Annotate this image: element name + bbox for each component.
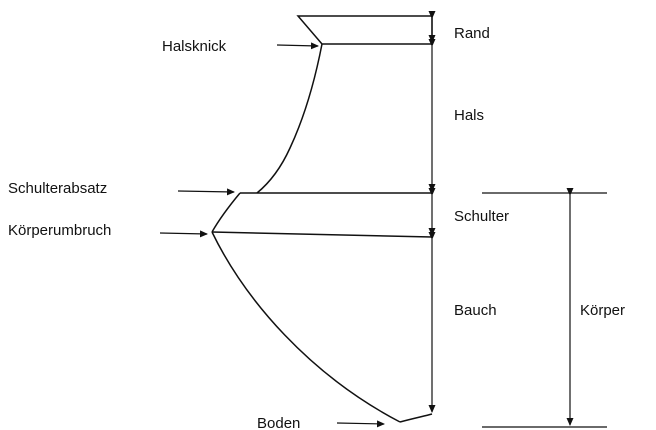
vertical-dimension-lines <box>428 11 607 428</box>
pointer-arrows <box>159 42 385 428</box>
body-break-line <box>211 231 433 238</box>
label-koerperumbruch: Körperumbruch <box>8 222 111 239</box>
belly-curve <box>211 231 401 423</box>
halsknick-arrow <box>276 42 319 50</box>
label-rand: Rand <box>454 25 490 42</box>
vessel-outline <box>211 15 433 423</box>
label-koerper: Körper <box>580 302 625 319</box>
label-hals: Hals <box>454 107 484 124</box>
right-labels: Rand Hals Schulter Bauch Körper <box>454 25 625 319</box>
shoulder-curve <box>211 192 241 233</box>
label-schulterabsatz: Schulterabsatz <box>8 180 107 197</box>
left-labels: Halsknick Schulterabsatz Körperumbruch B… <box>8 38 300 430</box>
koerperumbruch-arrow <box>159 230 208 238</box>
label-boden: Boden <box>257 415 300 430</box>
rim-outline <box>296 15 433 45</box>
boden-arrow <box>336 420 385 428</box>
label-halsknick: Halsknick <box>162 38 227 55</box>
base-curve <box>399 413 433 423</box>
label-schulter: Schulter <box>454 208 509 225</box>
label-bauch: Bauch <box>454 302 497 319</box>
schulterabsatz-arrow <box>177 188 235 196</box>
neck-curve <box>256 43 323 194</box>
